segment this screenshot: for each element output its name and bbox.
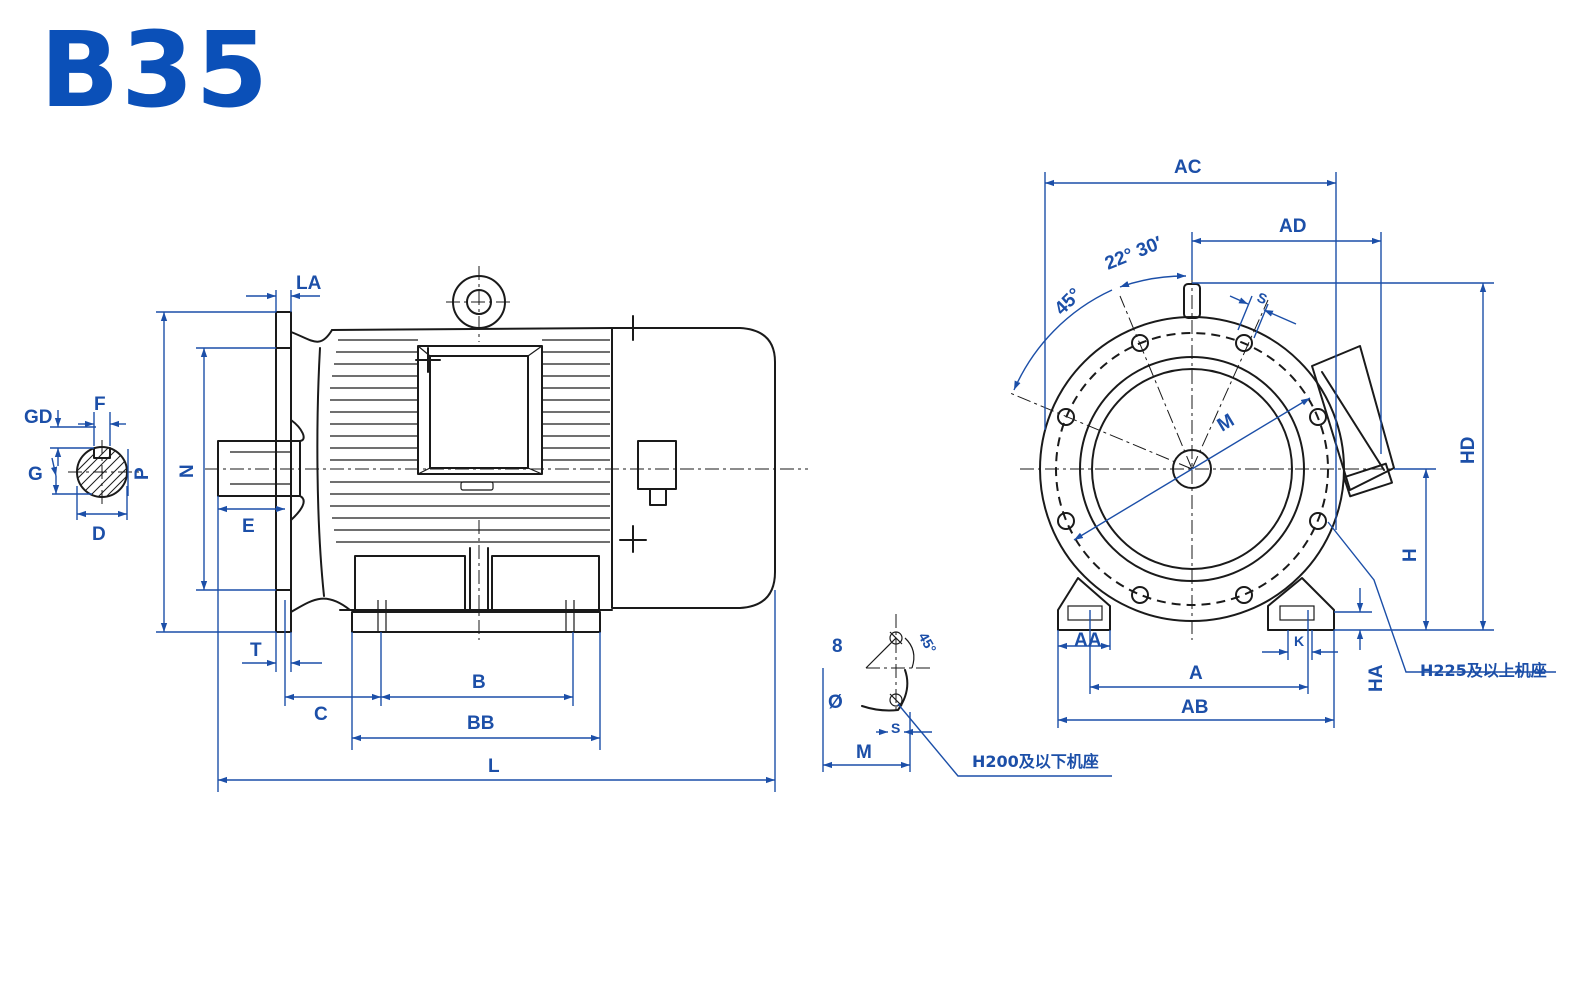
- angle-22-label: 22° 30′: [1102, 233, 1166, 275]
- bolt-hole-detail: 8 45° Ø S M H200及以下机座: [822, 614, 1112, 777]
- aa-label: AA: [1074, 630, 1102, 651]
- g-label: G: [28, 464, 43, 485]
- h225-note: H225及以上机座: [1420, 661, 1547, 680]
- c-label: C: [314, 704, 328, 725]
- f-label: F: [94, 394, 106, 415]
- t-label: T: [250, 640, 262, 661]
- ha-label: HA: [1366, 664, 1387, 692]
- l-label: L: [488, 756, 500, 777]
- end-m-label: M: [1214, 410, 1238, 436]
- flange-bolt-holes: [1057, 334, 1327, 604]
- phi-label: Ø: [828, 692, 843, 713]
- detail-m-label: M: [856, 742, 872, 763]
- angle-45-label: 45°: [1051, 284, 1086, 319]
- h-label: H: [1400, 548, 1421, 562]
- d-label: D: [92, 524, 106, 545]
- eight-label: 8: [832, 636, 843, 657]
- la-label: LA: [296, 273, 322, 294]
- b-label: B: [472, 672, 486, 693]
- hd-label: HD: [1458, 437, 1479, 464]
- ac-label: AC: [1174, 157, 1202, 178]
- ab-label: AB: [1181, 697, 1208, 718]
- end-view: [1009, 270, 1400, 640]
- k-label: K: [1294, 633, 1304, 649]
- cooling-fins: [330, 339, 610, 543]
- detail-angle-label: 45°: [915, 630, 939, 656]
- side-view: [205, 266, 808, 640]
- h200-note: H200及以下机座: [972, 752, 1099, 771]
- shaft-section: GD F G P D: [24, 394, 153, 545]
- gd-label: GD: [24, 407, 53, 428]
- e-label: E: [242, 516, 255, 537]
- p-label: P: [132, 467, 153, 480]
- bb-label: BB: [467, 713, 494, 734]
- detail-s-label: S: [891, 720, 900, 736]
- page-title: B35: [40, 9, 270, 131]
- ad-label: AD: [1279, 216, 1306, 237]
- n-label: N: [177, 464, 198, 478]
- side-view-dimensions: LA N E T C B: [156, 273, 776, 792]
- a-label: A: [1189, 663, 1203, 684]
